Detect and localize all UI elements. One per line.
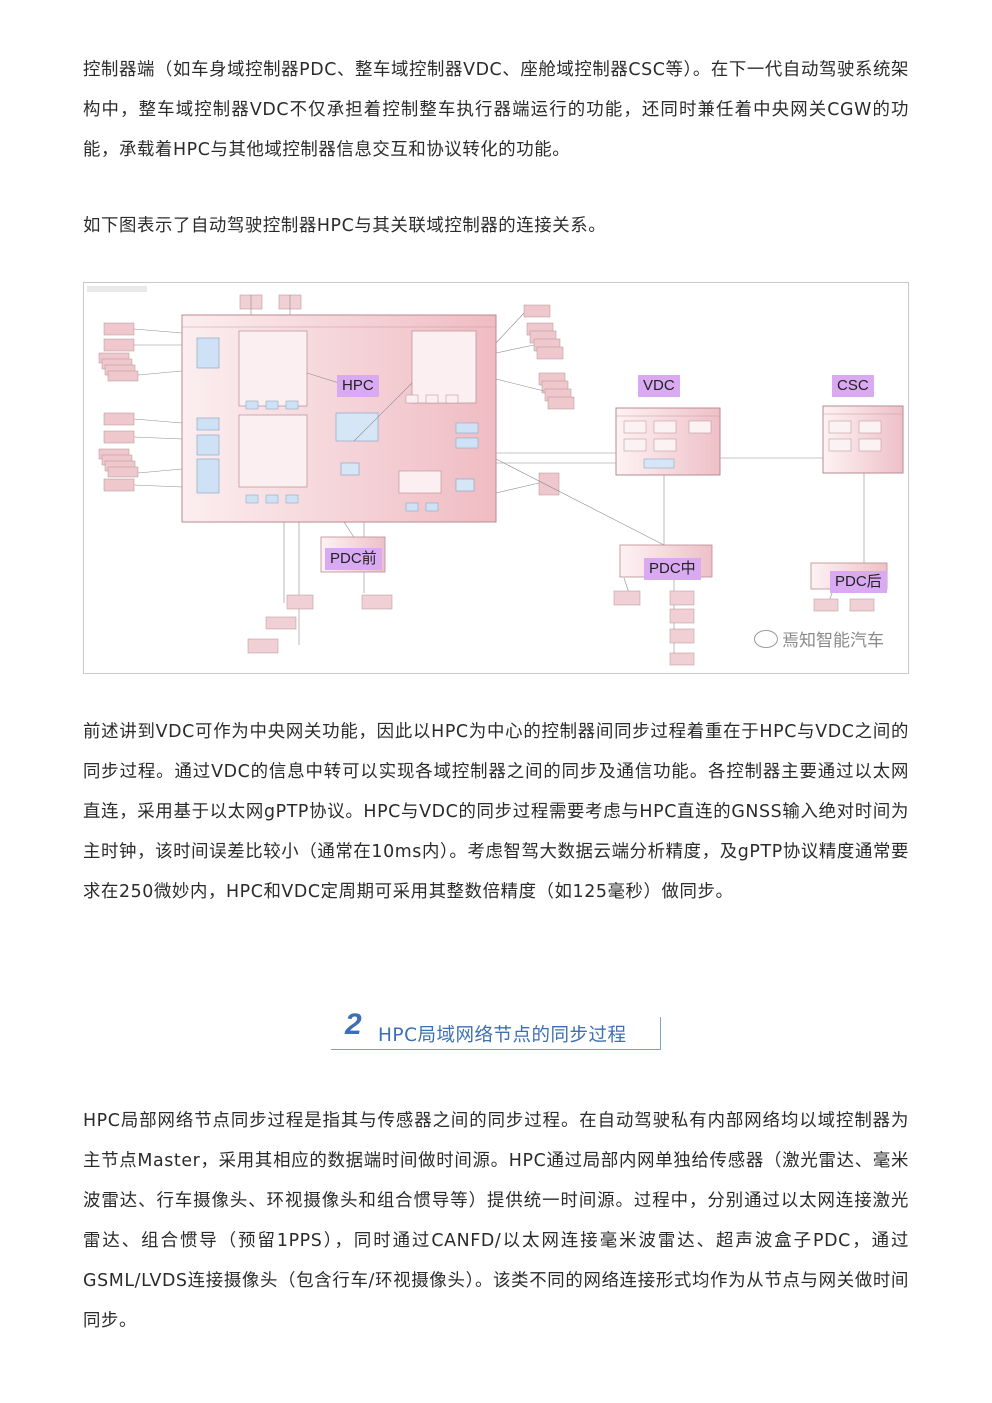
heading-underline <box>331 1049 661 1050</box>
local-network-paragraph: HPC局部网络节点同步过程是指其与传感器之间的同步过程。在自动驾驶私有内部网络均… <box>83 1111 909 1331</box>
section-title: HPC局域网络节点的同步过程 <box>378 1025 627 1046</box>
vdc-label: VDC <box>638 375 680 397</box>
figure-intro-paragraph: 如下图表示了自动驾驶控制器HPC与其关联域控制器的连接关系。 <box>83 216 607 236</box>
pdc-rear-label: PDC后 <box>830 571 887 593</box>
watermark-text: 焉知智能汽车 <box>782 631 884 651</box>
sync-description-paragraph: 前述讲到VDC可作为中央网关功能，因此以HPC为中心的控制器间同步过程着重在于H… <box>83 722 909 902</box>
hpc-label: HPC <box>337 375 379 397</box>
wechat-icon <box>754 629 778 648</box>
intro-paragraph: 控制器端（如车身域控制器PDC、整车域控制器VDC、座舱域控制器CSC等）。在下… <box>83 60 909 160</box>
architecture-diagram: HPC VDC CSC PDC前 PDC中 PDC后 焉知智能汽车 <box>83 282 909 674</box>
diagram-header-tag <box>87 286 147 292</box>
pdc-mid-label: PDC中 <box>644 558 701 580</box>
heading-right-rule <box>660 1017 661 1050</box>
watermark: 焉知智能汽车 <box>754 626 884 651</box>
diagram-canvas <box>87 286 904 666</box>
section-heading: 2 HPC局域网络节点的同步过程 <box>331 1008 661 1050</box>
pdc-front-label: PDC前 <box>325 548 382 570</box>
section-number: 2 <box>345 1008 362 1041</box>
csc-label: CSC <box>832 375 874 397</box>
